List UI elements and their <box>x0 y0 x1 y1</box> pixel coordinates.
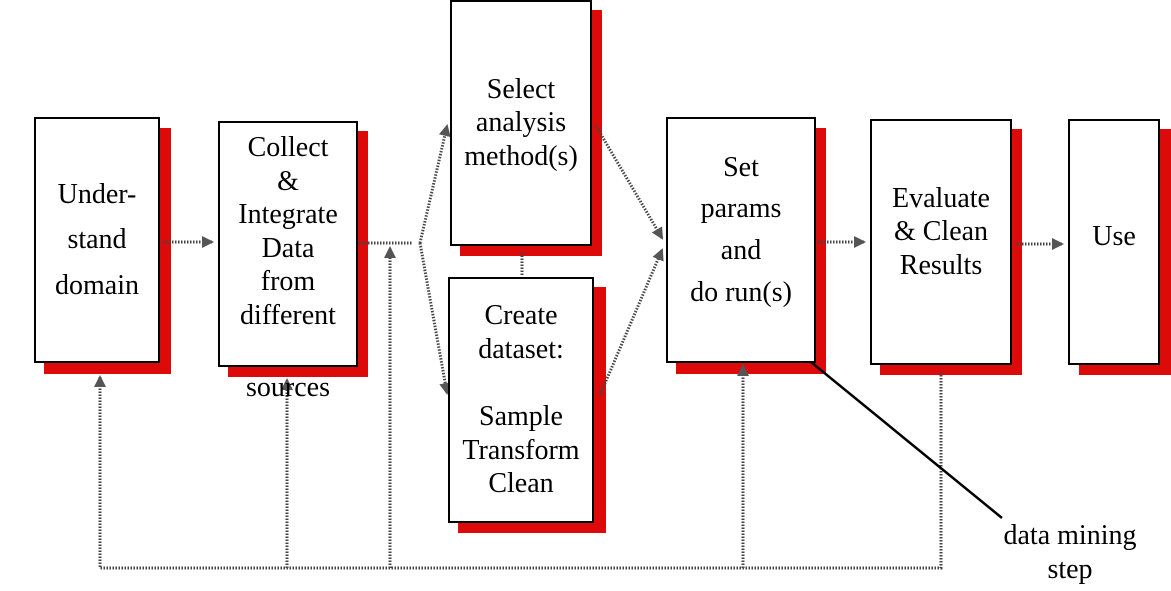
node-text: Clean <box>488 468 554 500</box>
node-text: Under- <box>57 178 137 210</box>
node-text: Collect <box>247 132 329 163</box>
edge-junction-select <box>418 124 451 244</box>
node-text: Set <box>723 151 759 183</box>
node-text: analysis <box>475 107 567 139</box>
node-text: Create <box>484 300 558 332</box>
node-text: Results <box>899 249 983 281</box>
node-collect-integrate: Collect & Integrate Data from different <box>218 121 358 367</box>
edge-create-setparams <box>598 248 664 396</box>
edge-select-setparams <box>594 125 664 240</box>
node-evaluate-results: Evaluate & Clean Results <box>870 119 1012 365</box>
node-create-dataset: Create dataset: Sample Transform Clean <box>448 277 594 523</box>
node-text: Evaluate <box>892 182 990 214</box>
node-text: do run(s) <box>690 276 792 308</box>
node-text: stand <box>67 224 127 256</box>
node-set-params: Set params and do run(s) <box>666 117 816 363</box>
node-text: & Clean <box>893 216 989 248</box>
annotation-pointer <box>782 338 1003 519</box>
node-use: Use <box>1068 119 1160 365</box>
node-text: domain <box>55 269 139 301</box>
annotation-data-mining-step: data mining step <box>985 519 1155 586</box>
node-text: and <box>720 235 762 266</box>
node-text: & <box>277 165 299 197</box>
node-text: Data <box>261 232 315 264</box>
node-text: method(s) <box>464 140 578 172</box>
node-text: dataset: <box>478 333 564 365</box>
node-text: Select <box>486 73 556 105</box>
node-text: different <box>240 299 336 331</box>
node-text: Use <box>1092 221 1136 253</box>
node-text: params <box>700 193 782 225</box>
node-text: Sample <box>479 401 563 433</box>
annotation-text: data mining <box>1003 520 1137 551</box>
node-text: Integrate <box>238 199 338 231</box>
node-text: Transform <box>462 434 580 466</box>
node-text: from <box>260 266 316 298</box>
edge-junction-create <box>418 242 452 395</box>
node-understand-domain: Under- stand domain <box>34 117 160 363</box>
edge-feedback-bus <box>94 372 943 570</box>
node-collect-overflow-text: sources <box>246 372 330 403</box>
annotation-text: step <box>1047 553 1093 585</box>
node-select-analysis: Select analysis method(s) <box>450 0 592 246</box>
